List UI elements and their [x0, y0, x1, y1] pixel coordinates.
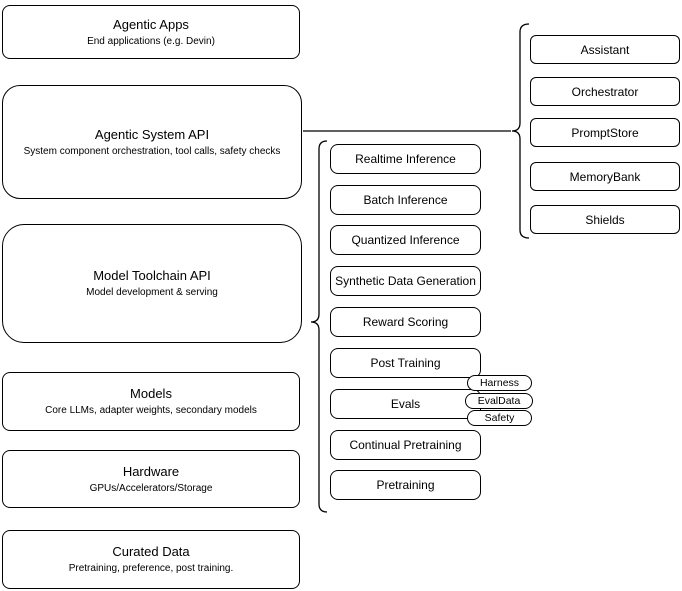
node-synthetic-data-generation: Synthetic Data Generation	[330, 266, 481, 296]
node-label: Evals	[390, 397, 421, 411]
tag-label: Safety	[484, 412, 515, 424]
node-promptstore: PromptStore	[530, 118, 680, 147]
node-label: Batch Inference	[363, 193, 448, 207]
node-label: Shields	[585, 212, 625, 227]
node-memorybank: MemoryBank	[530, 162, 680, 191]
node-hardware: Hardware GPUs/Accelerators/Storage	[2, 450, 300, 508]
node-title: Hardware	[122, 463, 180, 479]
node-label: Realtime Inference	[355, 152, 456, 166]
node-assistant: Assistant	[530, 35, 680, 64]
node-model-toolchain-api: Model Toolchain API Model development & …	[2, 224, 302, 343]
node-agentic-apps: Agentic Apps End applications (e.g. Devi…	[2, 5, 300, 59]
node-evals: Evals	[330, 389, 481, 419]
node-curated-data: Curated Data Pretraining, preference, po…	[2, 530, 300, 589]
node-reward-scoring: Reward Scoring	[330, 307, 481, 337]
node-agentic-system-api: Agentic System API System component orch…	[2, 85, 302, 199]
node-shields: Shields	[530, 205, 680, 234]
node-label: Orchestrator	[571, 84, 639, 99]
node-quantized-inference: Quantized Inference	[330, 225, 481, 255]
node-realtime-inference: Realtime Inference	[330, 144, 481, 174]
node-subtitle: System component orchestration, tool cal…	[23, 145, 281, 157]
node-title: Agentic System API	[94, 126, 210, 142]
toolchain-operations-brace	[310, 140, 328, 513]
node-label: MemoryBank	[569, 169, 641, 184]
node-label: PromptStore	[571, 125, 639, 140]
tag-label: EvalData	[477, 395, 521, 407]
node-subtitle: Model development & serving	[86, 287, 218, 298]
node-models: Models Core LLMs, adapter weights, secon…	[2, 372, 300, 431]
node-label: Continual Pretraining	[349, 438, 462, 452]
system-components-brace	[511, 23, 530, 239]
node-label: Post Training	[370, 356, 441, 370]
node-title: Agentic Apps	[113, 16, 189, 32]
tag-evaldata: EvalData	[465, 393, 533, 409]
tag-harness: Harness	[467, 375, 532, 391]
node-orchestrator: Orchestrator	[530, 77, 680, 106]
tag-label: Harness	[479, 377, 520, 389]
node-title: Curated Data	[112, 544, 190, 559]
tag-safety: Safety	[467, 410, 532, 426]
node-subtitle: End applications (e.g. Devin)	[87, 35, 215, 47]
node-subtitle: Core LLMs, adapter weights, secondary mo…	[45, 405, 257, 416]
node-label: Pretraining	[376, 478, 435, 492]
node-title: Models	[130, 386, 172, 401]
node-label: Reward Scoring	[362, 315, 449, 329]
node-pretraining: Pretraining	[330, 470, 481, 500]
node-continual-pretraining: Continual Pretraining	[330, 430, 481, 460]
node-label: Assistant	[580, 42, 630, 57]
node-label: Synthetic Data Generation	[335, 274, 476, 288]
node-label: Quantized Inference	[351, 233, 460, 247]
node-batch-inference: Batch Inference	[330, 185, 481, 215]
node-title: Model Toolchain API	[93, 268, 211, 283]
node-post-training: Post Training	[330, 348, 481, 378]
node-subtitle: Pretraining, preference, post training.	[68, 563, 234, 574]
node-subtitle: GPUs/Accelerators/Storage	[89, 482, 213, 494]
